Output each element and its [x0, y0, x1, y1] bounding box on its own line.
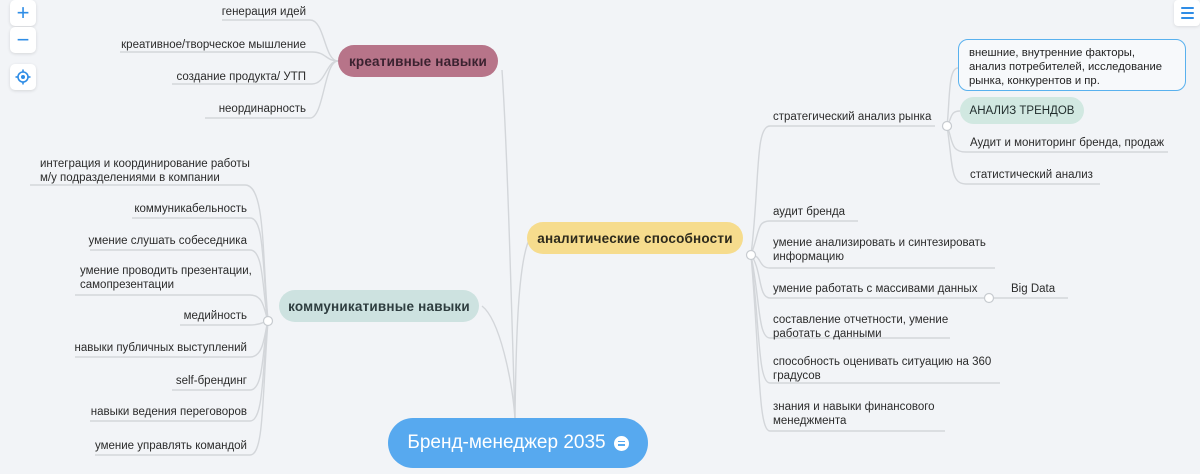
leaf-brand-sales-monitoring[interactable]: Аудит и мониторинг бренда, продаж	[970, 137, 1165, 149]
leaf-idea-generation[interactable]: генерация идей	[221, 6, 306, 18]
leaf-big-data[interactable]: Big Data	[1011, 283, 1056, 295]
leaf-reporting[interactable]: составление отчетности, умение работать …	[773, 314, 949, 340]
callout-market-factors[interactable]: внешние, внутренние факторы, анализ потр…	[958, 39, 1186, 91]
leaf-financial-management[interactable]: знания и навыки финансового менеджмента	[773, 401, 935, 427]
leaf-big-data-skills[interactable]: умение работать с массивами данных	[773, 283, 978, 295]
root-label: Бренд-менеджер 2035	[407, 432, 606, 453]
leaf-public-speaking[interactable]: навыки публичных выступлений	[74, 342, 247, 354]
root-node[interactable]: Бренд-менеджер 2035	[388, 418, 648, 468]
branch-analytical-skills[interactable]: аналитические способности	[527, 222, 743, 254]
leaf-active-listening[interactable]: умение слушать собеседника	[88, 235, 247, 247]
leaf-creative-thinking[interactable]: креативное/творческое мышление	[121, 39, 306, 51]
leaf-360-assessment[interactable]: способность оценивать ситуацию на 360 гр…	[773, 356, 992, 382]
leaf-sociability[interactable]: коммуникабельность	[134, 203, 247, 215]
zoom-out-button[interactable]: −	[10, 27, 36, 53]
outline-menu-button[interactable]	[1174, 0, 1200, 26]
leaf-team-management[interactable]: умение управлять командой	[94, 440, 247, 452]
leaf-integration-coordination[interactable]: интеграция и координирование работы м/у …	[40, 158, 250, 184]
branch-creative-skills[interactable]: креативные навыки	[338, 45, 498, 77]
leaf-self-branding[interactable]: self-брендинг	[175, 375, 247, 387]
trend-analysis-node[interactable]: АНАЛИЗ ТРЕНДОВ	[960, 97, 1084, 124]
leaf-analyze-synthesize[interactable]: умение анализировать и синтезировать инф…	[773, 237, 986, 263]
zoom-in-button[interactable]: +	[10, 0, 36, 26]
leaf-media-presence[interactable]: медийность	[183, 310, 247, 322]
leaf-presentations[interactable]: умение проводить презентации, самопрезен…	[80, 265, 252, 291]
leaf-strategic-market-analysis[interactable]: стратегический анализ рынка	[773, 111, 932, 123]
leaf-statistical-analysis[interactable]: статистический анализ	[970, 169, 1093, 181]
leaf-brand-audit[interactable]: аудит бренда	[773, 206, 846, 218]
locate-icon	[15, 69, 31, 85]
leaf-negotiation[interactable]: навыки ведения переговоров	[90, 406, 247, 418]
menu-icon	[1180, 7, 1194, 9]
branch-communication-skills[interactable]: коммуникативные навыки	[279, 290, 479, 322]
note-icon[interactable]	[613, 435, 629, 451]
leaf-product-creation[interactable]: создание продукта/ УТП	[176, 71, 306, 83]
leaf-originality[interactable]: неординарность	[218, 103, 306, 115]
center-view-button[interactable]	[10, 64, 36, 90]
